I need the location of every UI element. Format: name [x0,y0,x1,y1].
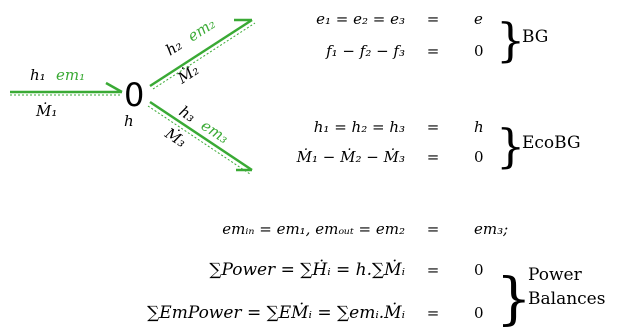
junction-variable: h [124,112,134,130]
power-label-line1: Power [528,265,583,285]
ecobg-row2-rhs: 0 [474,148,484,166]
bg-brace: } [496,13,525,67]
emergy-row2-rhs: 0 [474,261,484,279]
bond-inlet-flow: Ṁ₁ [35,102,57,120]
bond-inlet: h₁ em₁ Ṁ₁ [10,66,123,120]
bg-row2-lhs: f₁ − f₂ − f₃ [325,42,405,60]
bond-outlet-2-emergy: em₃ [198,116,232,147]
ecobg-equations: h₁ = h₂ = h₃ = h Ṁ₁ − Ṁ₂ − Ṁ₃ = 0 } EcoB… [296,118,581,173]
emergy-row2-lhs: ∑Power = ∑Ḣᵢ = h.∑Ṁᵢ [209,259,405,280]
ecobg-label: EcoBG [522,133,581,153]
ecobg-row1-eq: = [427,118,440,136]
power-label-line2: Balances [528,289,605,309]
ecobg-brace: } [496,119,525,173]
emergy-row3-eq: = [427,304,440,322]
ecobg-row2-eq: = [427,148,440,166]
power-brace: } [496,267,532,332]
bg-row1-lhs: e₁ = e₂ = e₃ [316,10,405,28]
bg-label: BG [522,27,548,47]
emergy-row1-eq: = [427,220,440,238]
bg-row1-rhs: e [474,10,483,28]
emergy-row1-rhs: em₃; [474,220,508,238]
bg-row2-rhs: 0 [474,42,484,60]
emergy-row1-lhs: emᵢₙ = em₁, emₒᵤₜ = em₂ [222,220,405,238]
bond-inlet-emergy: em₁ [56,66,85,84]
bond-inlet-effort: h₁ [30,66,46,84]
bond-outlet-1: h₂ em₂ Ṁ₂ [149,14,256,90]
bond-outlet-1-effort: h₂ [162,36,185,60]
emergy-row2-eq: = [427,261,440,279]
power-balance-equations: emᵢₙ = em₁, emₒᵤₜ = em₂ = em₃; ∑Power = … [147,220,605,332]
ecobg-row2-lhs: Ṁ₁ − Ṁ₂ − Ṁ₃ [296,148,405,166]
ecobg-row1-lhs: h₁ = h₂ = h₃ [314,118,405,136]
bg-row1-eq: = [427,10,440,28]
bond-graph-diagram: h₁ em₁ Ṁ₁ 0 h h₂ em₂ Ṁ₂ h₃ em₃ Ṁ₃ [10,14,256,175]
emergy-row3-rhs: 0 [474,304,484,322]
bg-row2-eq: = [427,42,440,60]
zero-junction-symbol: 0 [124,76,144,114]
ecobg-row1-rhs: h [474,118,484,136]
emergy-row3-lhs: ∑EmPower = ∑EṀᵢ = ∑emᵢ.Ṁᵢ [147,302,405,323]
bond-outlet-1-emergy: em₂ [184,14,218,45]
bond-outlet-1-flow: Ṁ₂ [174,61,203,88]
bg-equations: e₁ = e₂ = e₃ = e f₁ − f₂ − f₃ = 0 } BG [316,10,548,67]
bond-outlet-2: h₃ em₃ Ṁ₃ [147,100,253,175]
bond-outlet-2-flow: Ṁ₃ [161,124,190,151]
